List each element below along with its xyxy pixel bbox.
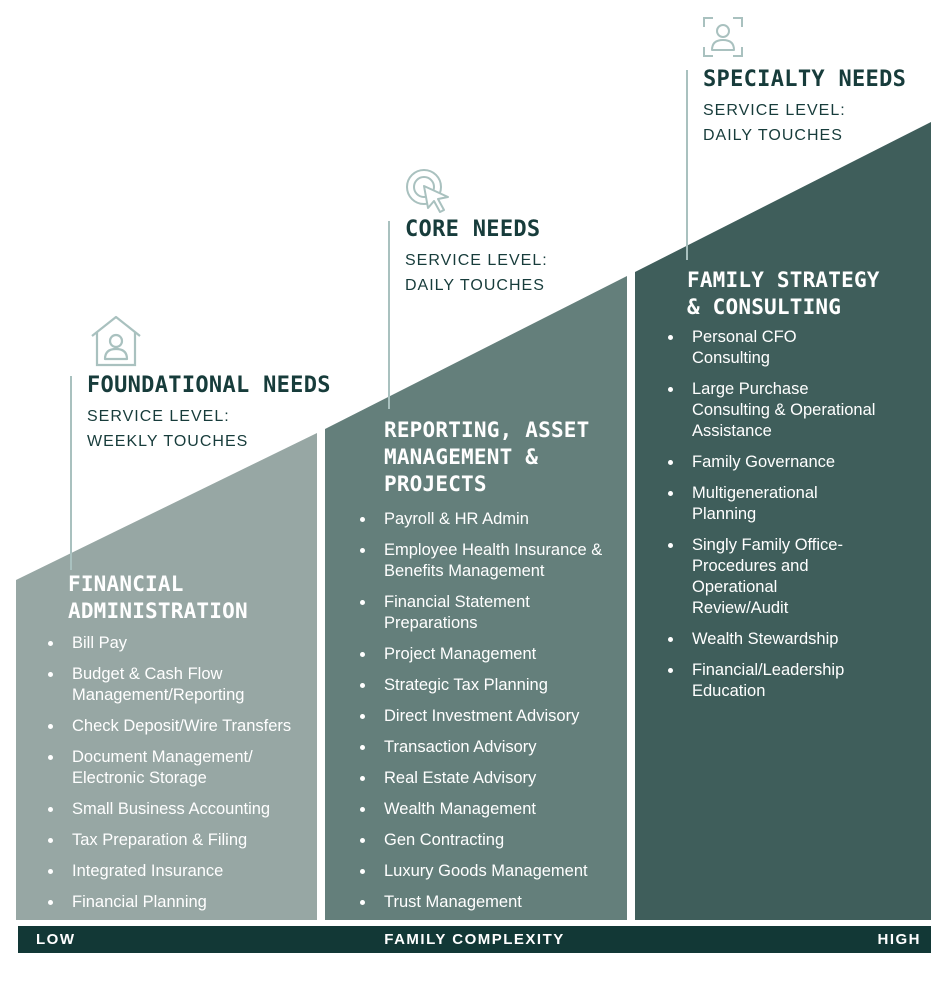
list-item: Large Purchase Consulting & Operational …: [668, 379, 878, 442]
connector-line-foundational: [70, 376, 72, 570]
list-item: Transaction Advisory: [360, 737, 622, 758]
list-item: Direct Investment Advisory: [360, 706, 622, 727]
list-item: Family Governance: [668, 452, 878, 473]
reporting-asset-management-title: REPORTING, ASSET MANAGEMENT & PROJECTS: [384, 418, 590, 496]
axis-low-label: LOW: [36, 931, 76, 948]
list-item: Employee Health Insurance & Benefits Man…: [360, 540, 622, 582]
financial-administration-title: FINANCIAL ADMINISTRATION: [68, 572, 248, 623]
list-item: Financial Statement Preparations: [360, 592, 622, 634]
column-core-shape: [325, 276, 627, 920]
list-item: Multigenerational Planning: [668, 483, 878, 525]
list-item: Wealth Stewardship: [668, 629, 878, 650]
specialty-service-level: SERVICE LEVEL: DAILY TOUCHES: [703, 102, 846, 144]
list-item: Personal CFO Consulting: [668, 327, 878, 369]
column-foundational-shape: [16, 433, 317, 920]
person-focus-icon: [703, 17, 743, 57]
connector-line-specialty: [686, 70, 688, 260]
list-item: Financial/Leadership Education: [668, 660, 878, 702]
list-item: Budget & Cash Flow Management/Reporting: [48, 664, 316, 706]
list-item: Project Management: [360, 644, 622, 665]
list-item: Strategic Tax Planning: [360, 675, 622, 696]
foundational-needs-title: FOUNDATIONAL NEEDS: [87, 373, 331, 398]
list-item: Luxury Goods Management: [360, 861, 622, 882]
list-item: Small Business Accounting: [48, 799, 316, 820]
financial-administration-list: Bill Pay Budget & Cash Flow Management/R…: [48, 633, 316, 923]
cursor-target-icon: [406, 169, 449, 213]
list-item: Check Deposit/Wire Transfers: [48, 716, 316, 737]
column-specialty-shape: [635, 122, 931, 920]
core-needs-title: CORE NEEDS: [405, 217, 541, 242]
foundational-service-level: SERVICE LEVEL: WEEKLY TOUCHES: [87, 408, 249, 450]
family-strategy-consulting-title: FAMILY STRATEGY & CONSULTING: [687, 268, 880, 319]
family-complexity-axis: FAMILY COMPLEXITY LOW HIGH: [18, 926, 931, 953]
core-service-level: SERVICE LEVEL: DAILY TOUCHES: [405, 252, 548, 294]
axis-label: FAMILY COMPLEXITY: [384, 931, 565, 948]
reporting-asset-management-list: Payroll & HR Admin Employee Health Insur…: [360, 509, 622, 923]
list-item: Trust Management: [360, 892, 622, 913]
list-item: Real Estate Advisory: [360, 768, 622, 789]
list-item: Payroll & HR Admin: [360, 509, 622, 530]
list-item: Integrated Insurance: [48, 861, 316, 882]
connector-line-core: [388, 221, 390, 409]
specialty-needs-title: SPECIALTY NEEDS: [703, 67, 907, 92]
list-item: Tax Preparation & Filing: [48, 830, 316, 851]
list-item: Gen Contracting: [360, 830, 622, 851]
family-strategy-consulting-list: Personal CFO Consulting Large Purchase C…: [668, 327, 878, 712]
list-item: Singly Family Office-Procedures and Oper…: [668, 535, 878, 619]
axis-high-label: HIGH: [877, 931, 921, 948]
list-item: Bill Pay: [48, 633, 316, 654]
house-person-icon: [91, 315, 141, 367]
list-item: Document Management/ Electronic Storage: [48, 747, 316, 789]
list-item: Wealth Management: [360, 799, 622, 820]
list-item: Financial Planning: [48, 892, 316, 913]
